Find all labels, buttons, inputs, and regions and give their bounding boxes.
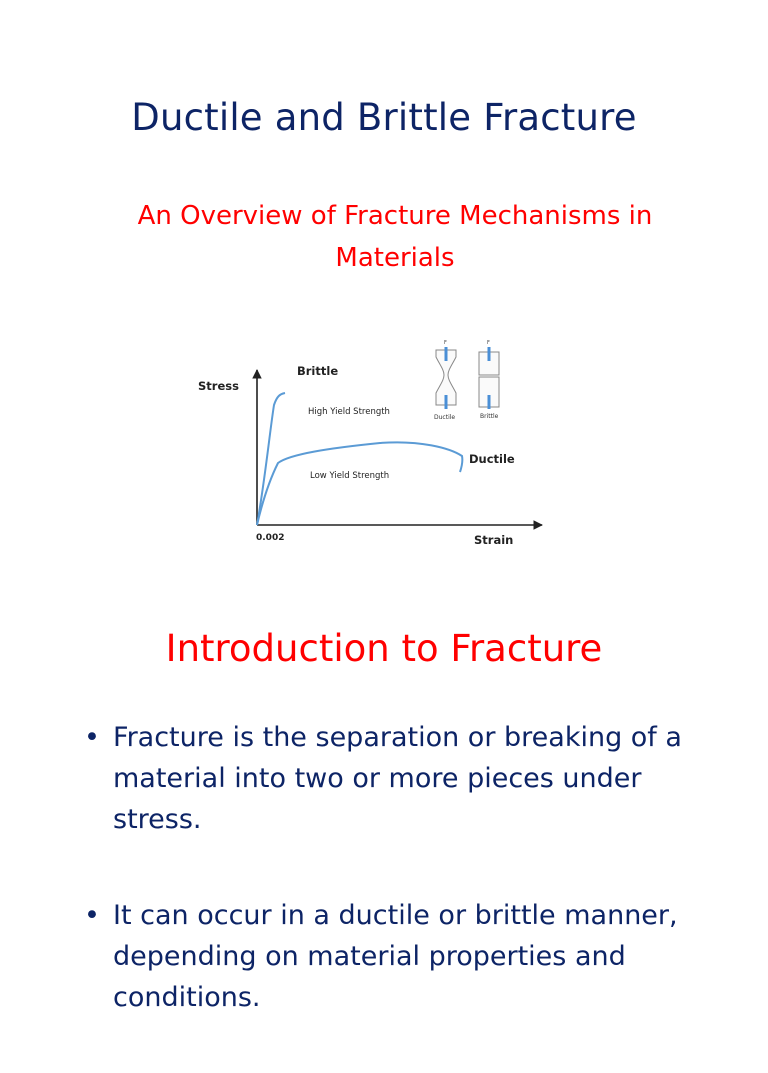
stress-axis-label: Stress (198, 379, 239, 393)
bullet-text: Fracture is the separation or breaking o… (113, 722, 682, 835)
bullet-marker: • (84, 722, 100, 753)
ductile-specimen-label: Ductile (434, 414, 455, 421)
brittle-specimen: F Brittle (478, 340, 500, 420)
stress-strain-figure: Stress Strain 0.002 Brittle High Yield S… (190, 330, 560, 560)
ductile-specimen-force-label: F (444, 340, 447, 346)
strain-axis-label: Strain (474, 533, 513, 547)
bullet-text: It can occur in a ductile or brittle man… (113, 900, 678, 1013)
brittle-specimen-force-label: F (487, 340, 490, 346)
slide-title: Ductile and Brittle Fracture (131, 96, 637, 139)
brittle-specimen-label: Brittle (480, 413, 499, 420)
ductile-curve (256, 441, 464, 526)
section-heading: Introduction to Fracture (165, 627, 603, 670)
ductile-specimen: F Ductile (434, 340, 457, 421)
bullet-marker: • (84, 900, 100, 931)
ductile-label: Ductile (469, 452, 515, 466)
origin-tick-label: 0.002 (256, 533, 284, 543)
bullet-list: • Fracture is the separation or breaking… (80, 717, 700, 1073)
slide-subtitle: An Overview of Fracture Mechanisms in Ma… (137, 201, 653, 273)
bullet-item: • It can occur in a ductile or brittle m… (80, 895, 700, 1018)
high-yield-label: High Yield Strength (308, 407, 390, 417)
stress-strain-diagram: Stress Strain 0.002 Brittle High Yield S… (198, 340, 543, 547)
brittle-curve (256, 392, 286, 526)
low-yield-label: Low Yield Strength (310, 471, 389, 481)
brittle-label: Brittle (297, 364, 338, 378)
bullet-item: • Fracture is the separation or breaking… (80, 717, 700, 840)
